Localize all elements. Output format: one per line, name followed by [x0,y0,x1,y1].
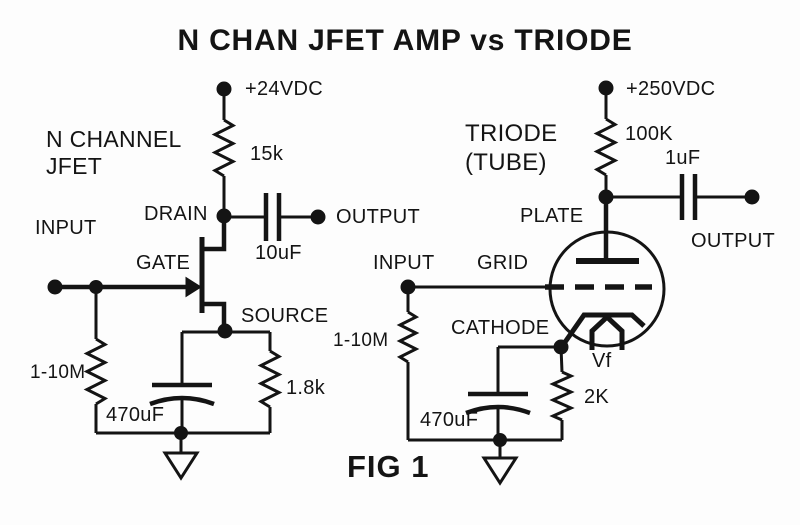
jfet-circuit-name-line2: JFET [46,153,103,179]
triode-circuit [396,80,760,486]
triode-input-label: INPUT [373,252,435,274]
jfet-drain-label: DRAIN [144,203,208,225]
jfet-bypass-cap-value: 470uF [106,404,165,426]
triode-circuit-name: TRIODE (TUBE) [465,119,557,177]
triode-grid-resistor-value: 1-10M [333,330,389,351]
triode-circuit-name-line2: (TUBE) [465,149,547,176]
triode-circuit-name-line1: TRIODE [465,120,558,147]
page-title: N CHAN JFET AMP vs TRIODE [177,24,633,57]
jfet-gate-resistor-value: 1-10M [30,362,86,383]
triode-cathode-label: CATHODE [451,317,550,339]
jfet-source-resistor-symbol [257,349,283,409]
triode-bypass-cap-curved-plate [465,404,531,416]
triode-output-label: OUTPUT [691,230,776,252]
jfet-drain-resistor-symbol [211,118,237,178]
triode-grid-resistor-symbol [396,310,420,364]
triode-grid-label: GRID [477,252,529,274]
jfet-circuit-name-line1: N CHANNEL [46,126,182,152]
triode-plate-label: PLATE [520,205,584,227]
jfet-output-cap-value: 10uF [255,242,302,264]
jfet-gate-label: GATE [136,252,191,274]
jfet-source-resistor-value: 1.8k [286,377,326,399]
jfet-source-label: SOURCE [241,305,329,327]
wire [559,346,564,373]
jfet-output-label: OUTPUT [336,206,421,228]
jfet-input-label: INPUT [35,217,97,239]
triode-cathode-resistor-value: 2K [584,386,610,408]
jfet-supply-label: +24VDC [245,78,323,100]
jfet-input-terminal [47,279,63,295]
tube-filament [589,313,625,350]
jfet-bypass-cap-curved-plate [149,395,215,407]
jfet-circuit [47,81,326,481]
jfet-circuit-name: N CHANNEL JFET [46,126,182,180]
jfet-gate-resistor-symbol [83,337,109,406]
triode-bypass-cap-value: 470uF [420,409,479,431]
triode-plate-resistor-symbol [593,117,619,177]
triode-output-cap-value: 1uF [665,147,701,169]
triode-output-terminal [744,189,760,205]
figure-label: FIG 1 [347,449,430,484]
jfet-drain-resistor-value: 15k [250,143,284,165]
triode-filament-label: Vf [592,350,612,372]
triode-plate-resistor-value: 100K [625,123,673,145]
jfet-source-lead [204,301,227,331]
jfet-output-terminal [310,209,326,225]
triode-supply-label: +250VDC [626,78,716,100]
triode-cathode-resistor-symbol [549,370,575,422]
jfet-gate-arrow [185,276,202,298]
jfet-drain-lead [204,216,227,252]
triode-ground-symbol [481,456,519,486]
jfet-ground-symbol [162,451,200,481]
